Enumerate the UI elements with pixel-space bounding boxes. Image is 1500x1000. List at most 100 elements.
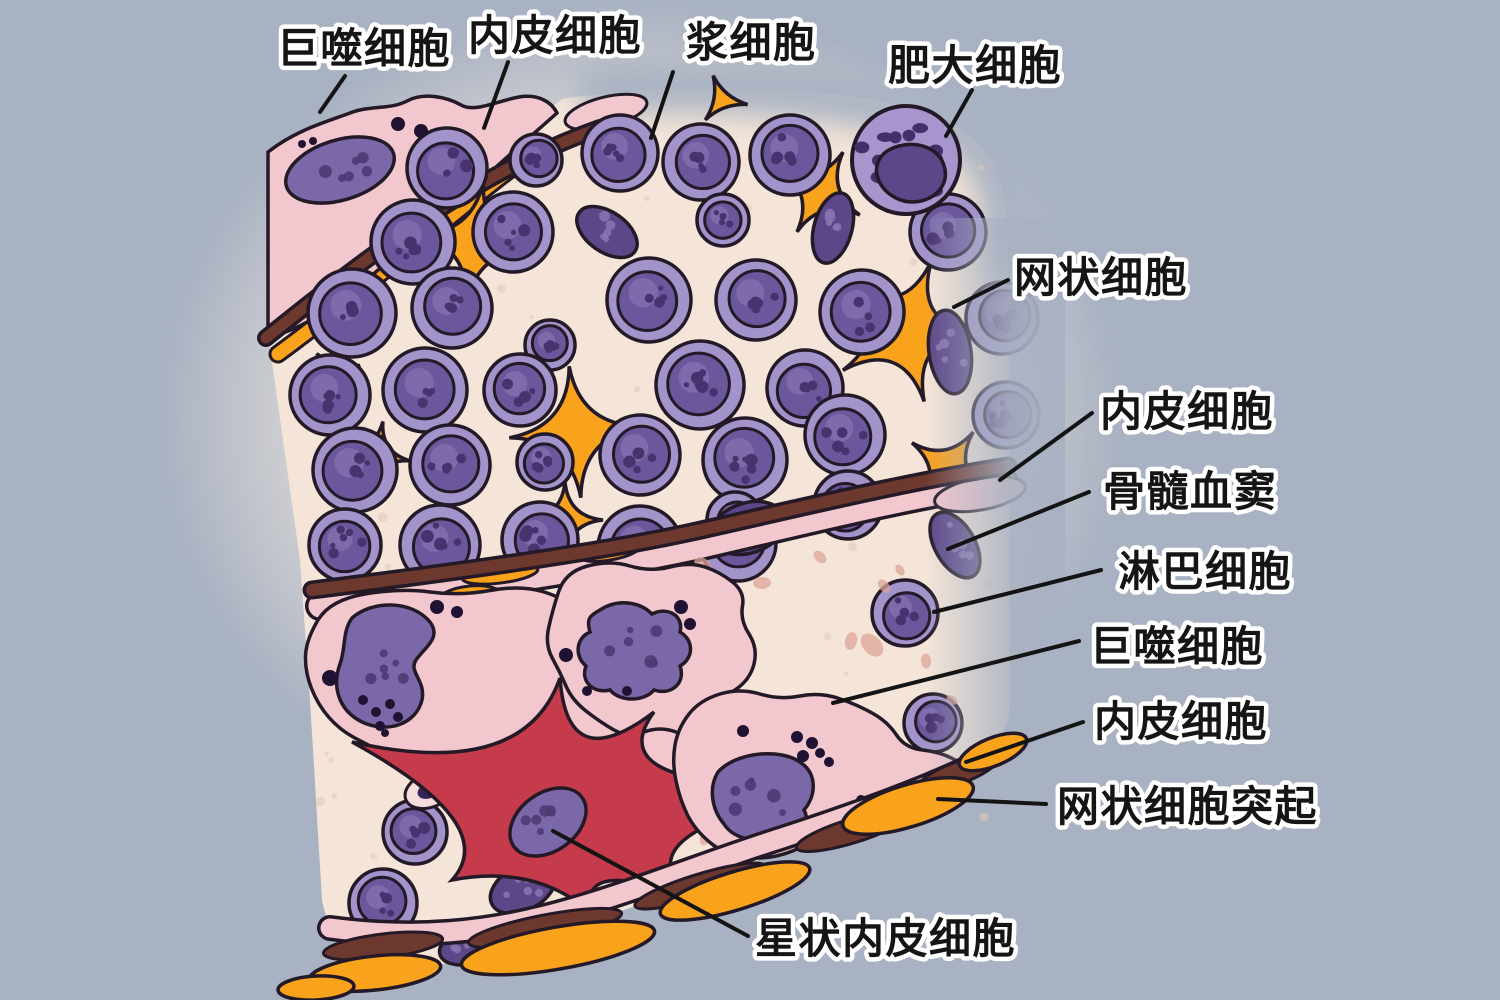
- cell-nucleus: [317, 519, 372, 574]
- speckle-dot: [328, 757, 334, 763]
- nucleus-spot: [603, 147, 612, 156]
- nucleus-spot: [709, 388, 718, 397]
- nucleus-spot: [683, 382, 690, 388]
- leader-line: [318, 74, 347, 114]
- nucleus-spot: [730, 785, 741, 796]
- nucleus-spot: [339, 314, 346, 320]
- nucleus-spot: [379, 664, 389, 674]
- nucleus-spot: [732, 455, 739, 462]
- reticular-cell-process: [459, 919, 657, 977]
- nucleus-spot: [854, 326, 865, 337]
- tissue-right-fade: [925, 218, 1065, 783]
- nucleus-spot: [726, 220, 734, 228]
- speckle-dot: [497, 284, 506, 293]
- purple-cell: [408, 423, 492, 507]
- leader-line: [831, 639, 1081, 705]
- nucleus-spot: [623, 637, 634, 647]
- reticular-cell: [508, 365, 642, 499]
- nucleus-spot: [531, 462, 541, 472]
- nucleus-spot: [353, 452, 366, 464]
- nucleus-spot: [422, 387, 430, 395]
- nucleus-spot: [322, 399, 334, 412]
- nucleus-spot: [330, 542, 336, 549]
- purple-cell: [870, 578, 940, 648]
- nucleus-spot: [660, 294, 667, 301]
- nucleus-spot: [357, 151, 369, 164]
- purple-cell: [661, 122, 741, 202]
- nucleus-spot: [746, 464, 757, 474]
- mast-granule: [889, 131, 902, 144]
- nucleus-spot: [408, 247, 417, 256]
- granule-dot: [322, 670, 338, 686]
- nucleus-spot: [744, 779, 757, 791]
- purple-cell: [471, 190, 555, 274]
- label-text: 网状细胞突起: [1057, 783, 1318, 830]
- mast-cell: [850, 104, 962, 216]
- granule-dot: [737, 725, 749, 737]
- pink-speckle: [844, 632, 858, 650]
- nucleus-spot: [729, 461, 740, 472]
- nucleus-spot: [548, 809, 556, 817]
- nucleus-spot: [615, 153, 625, 163]
- oval-cell-speckle: [833, 223, 842, 231]
- label-text: 浆细胞: [686, 19, 817, 66]
- leader-line: [998, 411, 1094, 482]
- nucleus-spot: [440, 542, 448, 550]
- endothelium-band-b: [306, 460, 1014, 596]
- granule-dot: [309, 137, 317, 145]
- purple-cell: [288, 353, 372, 437]
- nucleus-spot: [853, 296, 864, 308]
- label-endothelial-right-1: 内皮细胞: [998, 384, 1277, 482]
- purple-cell: [482, 352, 558, 428]
- nucleus-spot: [718, 219, 726, 226]
- cell-nucleus: [492, 361, 547, 416]
- label-reticular-process: 网状细胞突起: [936, 779, 1321, 835]
- nucleus-spot: [604, 645, 616, 657]
- label-mast-cell: 肥大细胞: [884, 38, 1065, 138]
- nucleus-spot: [429, 388, 436, 395]
- nucleus-spot: [381, 892, 393, 904]
- nucleus-spot: [447, 303, 458, 314]
- nucleus-spot: [405, 838, 417, 849]
- nucleus-spot: [345, 528, 354, 537]
- leader-line: [952, 278, 1010, 309]
- nucleus-spot: [787, 156, 797, 166]
- oval-cell-speckle: [450, 943, 459, 952]
- nucleus-spot: [807, 380, 818, 391]
- mast-granule: [912, 123, 929, 134]
- nucleus-highlight: [825, 414, 854, 442]
- leader-line: [946, 490, 1091, 551]
- nucleus-spot: [392, 659, 400, 667]
- purple-cell: [803, 393, 887, 477]
- purple-cell: [580, 113, 660, 193]
- nucleus-spot: [510, 229, 517, 235]
- granule-dot: [381, 729, 389, 737]
- purple-cell: [306, 267, 398, 359]
- nucleus-spot: [821, 427, 832, 438]
- leader-line: [932, 568, 1103, 614]
- granule-dot: [375, 721, 385, 731]
- leader-line: [944, 88, 974, 138]
- oval-cell-speckle: [605, 220, 616, 231]
- nucleus-spot: [626, 626, 634, 634]
- leader-line: [649, 70, 675, 140]
- nucleus-spot: [520, 815, 531, 826]
- nucleus-spot: [443, 169, 451, 177]
- macrophage-nucleus: [283, 135, 397, 205]
- purple-cell: [605, 256, 693, 344]
- speckle-dot: [529, 314, 534, 320]
- granule-dot: [674, 600, 688, 614]
- leader-line: [964, 720, 1085, 764]
- cell-nucleus: [674, 133, 731, 191]
- nucleus-spot: [447, 147, 459, 159]
- oval-cell: [810, 191, 856, 265]
- label-text: 内皮细胞: [468, 12, 642, 59]
- granule-dot: [791, 731, 803, 743]
- nucleus-spot: [441, 463, 450, 471]
- speckle-dot: [847, 541, 858, 552]
- nucleus-spot: [420, 529, 434, 543]
- nucleus-spot: [381, 672, 390, 681]
- granule-dot: [391, 117, 405, 131]
- nucleus-spot: [328, 548, 339, 559]
